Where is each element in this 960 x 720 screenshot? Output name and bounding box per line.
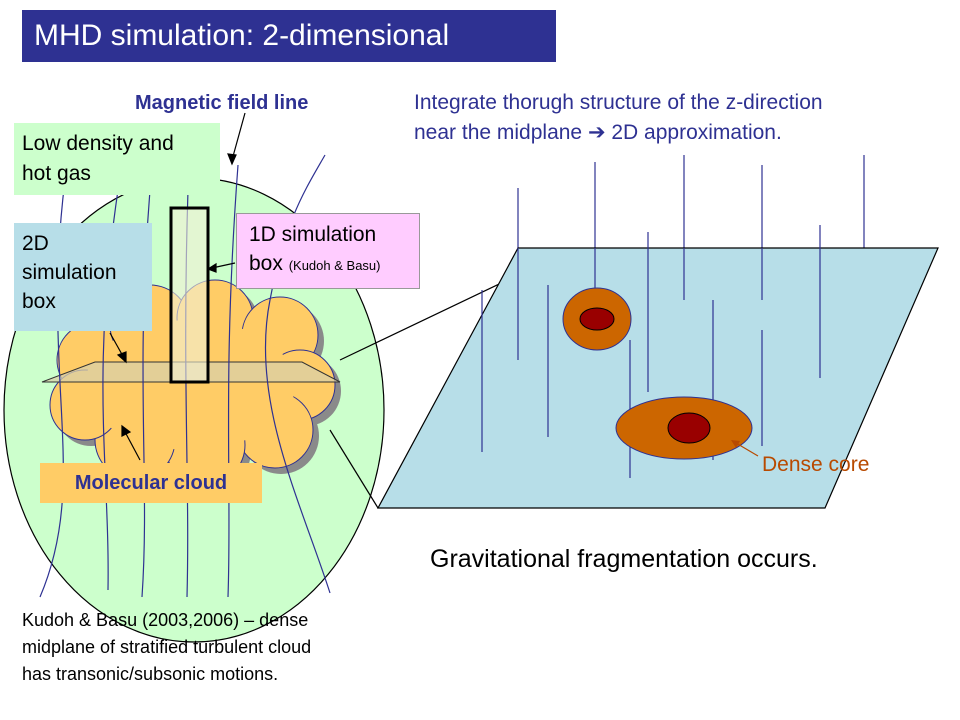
dense-core-label: Dense core	[762, 453, 870, 476]
dense-core-large-inner	[667, 412, 711, 444]
magnetic-field-line-label: Magnetic field line	[135, 92, 309, 114]
kudoh-basu-note: Kudoh & Basu (2003,2006) – dense midplan…	[22, 607, 311, 688]
sim-2d-line3: box	[22, 290, 56, 313]
integrate-note-line1: Integrate thorugh structure of the z-dir…	[414, 91, 823, 114]
field-lines-plane	[481, 225, 821, 478]
dense-core-pointer	[735, 442, 759, 457]
kudoh-line2: midplane of stratified turbulent cloud	[22, 637, 312, 657]
sim-1d-line2-wrap: box (Kudoh & Basu)	[249, 249, 419, 280]
sim-2d-box-label: 2D simulation box	[14, 223, 152, 331]
sim-2d-line2: simulation	[22, 261, 117, 284]
molecular-cloud-core	[85, 320, 295, 450]
sim-1d-box	[169, 206, 210, 384]
sim-1d-box-label: 1D simulation box (Kudoh & Basu)	[236, 213, 420, 289]
dense-core-small-inner	[579, 307, 615, 331]
low-density-line1: Low density and	[22, 132, 174, 155]
molecular-cloud-label: Molecular cloud	[40, 463, 262, 503]
sim-2d-line1: 2D	[22, 232, 49, 255]
page-title: MHD simulation: 2-dimensional	[22, 10, 556, 62]
integrate-note-line2: near the midplane ➔ 2D approximation.	[414, 121, 782, 144]
sim-1d-ref: (Kudoh & Basu)	[288, 258, 381, 273]
zoom-connectors	[329, 274, 519, 509]
sim-1d-line2: box	[249, 252, 283, 275]
low-density-line2: hot gas	[22, 162, 91, 185]
pointer-lines	[109, 112, 246, 461]
field-lines-behind	[517, 155, 865, 248]
sim-1d-line1: 1D simulation	[249, 223, 377, 246]
low-density-gas-label: Low density and hot gas	[14, 123, 220, 195]
kudoh-line3: has transonic/subsonic motions.	[22, 664, 279, 684]
kudoh-line1: Kudoh & Basu (2003,2006) – dense	[22, 610, 309, 630]
dense-core-pointer-head	[731, 440, 740, 448]
gravitational-fragmentation-text: Gravitational fragmentation occurs.	[430, 545, 818, 573]
integrate-note: Integrate thorugh structure of the z-dir…	[414, 88, 823, 148]
